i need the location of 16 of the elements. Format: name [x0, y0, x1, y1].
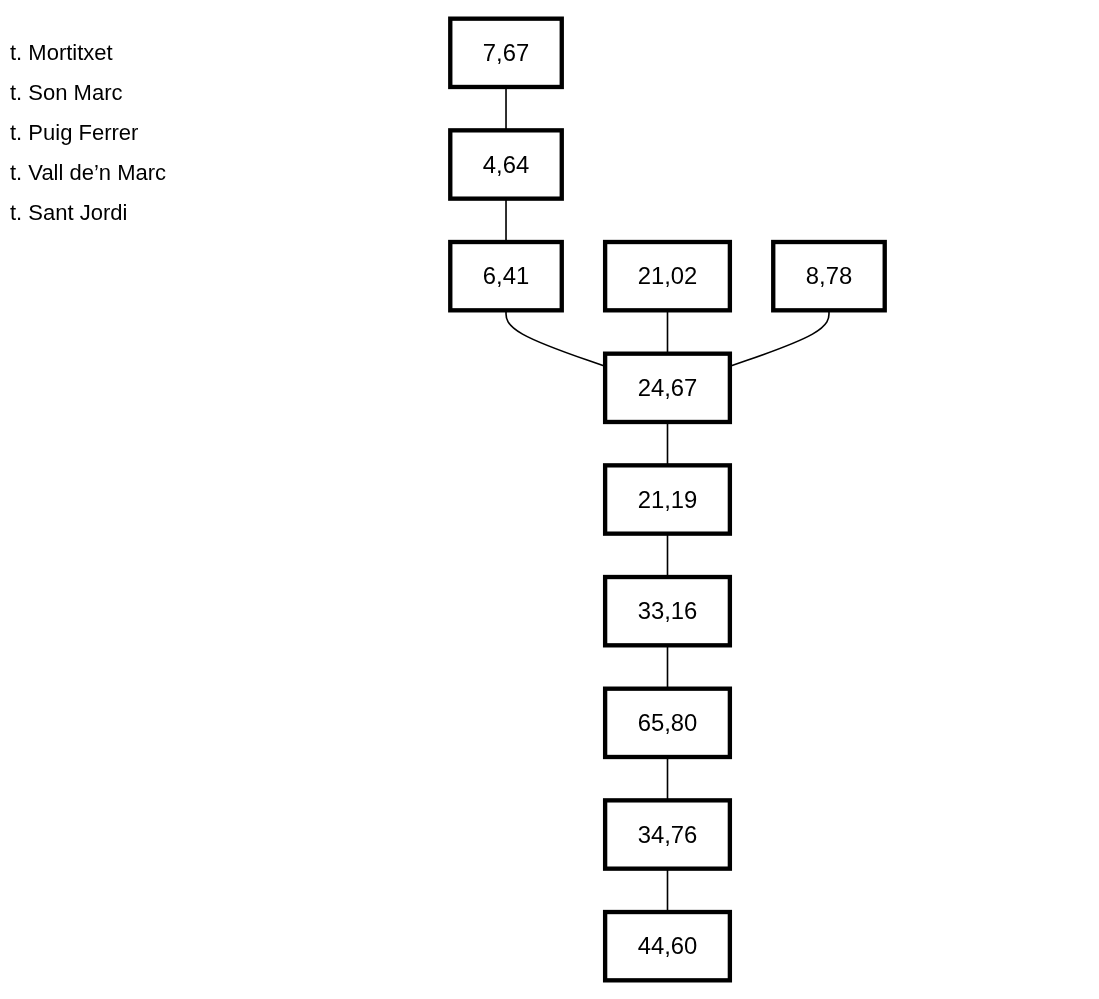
place-label: t. Son Marc: [10, 80, 124, 106]
node-box: 7,67: [448, 16, 564, 90]
place-label: t. Sant Jordi: [10, 200, 129, 226]
node-box: 24,67: [602, 351, 733, 425]
place-label: t. Puig Ferrer: [10, 120, 140, 146]
node-box: 21,19: [602, 463, 733, 536]
node-box: 33,16: [602, 574, 733, 648]
node-box: 34,76: [602, 798, 733, 871]
node-box: 8,78: [771, 239, 887, 313]
node-box: 6,41: [448, 239, 564, 313]
place-label: t. Vall de’n Marc: [10, 160, 168, 186]
node-box: 21,02: [602, 239, 733, 313]
place-label: t. Mortitxet: [10, 40, 114, 66]
node-box: 44,60: [602, 909, 733, 983]
node-box: 65,80: [602, 686, 733, 760]
node-box: 4,64: [448, 128, 564, 201]
